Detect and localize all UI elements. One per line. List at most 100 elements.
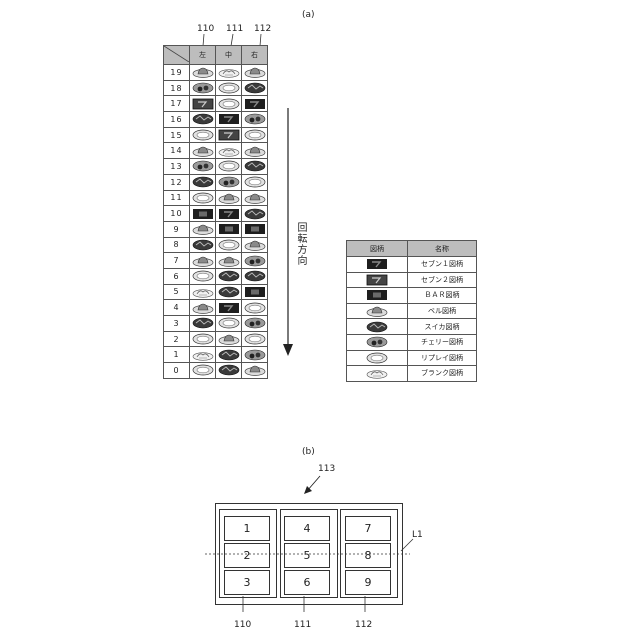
bell-symbol-icon [216,190,242,206]
reel-row-index: 14 [164,143,190,159]
reel-row-index: 15 [164,127,190,143]
seven1-symbol-icon [242,96,268,112]
reel-row-index: 1 [164,347,190,363]
bar-symbol-icon [242,284,268,300]
seven1-symbol-icon [216,112,242,128]
bell-symbol-icon [242,143,268,159]
bar-symbol-icon [190,206,216,222]
seven2-symbol-icon [347,272,408,288]
seven1-symbol-icon [216,300,242,316]
ref-numeral-center-reel-b: 111 [294,621,311,630]
reel-row: 6 [164,268,268,284]
reel-row: 8 [164,237,268,253]
replay-symbol-icon [242,331,268,347]
legend-row: ブランク図柄 [347,366,477,382]
blank-symbol-icon [216,143,242,159]
header-left-reel: 左 [190,46,216,65]
reel-row-index: 18 [164,80,190,96]
replay-symbol-icon [242,300,268,316]
seven2-symbol-icon [190,96,216,112]
bell-symbol-icon [242,65,268,81]
ref-numeral-left-reel-b: 110 [234,621,251,630]
reel-row-index: 16 [164,112,190,128]
reel-row-index: 3 [164,316,190,332]
bell-symbol-icon [242,190,268,206]
bell-symbol-icon [216,331,242,347]
reel-ref-leaders-b [220,595,400,617]
header-right-reel: 右 [242,46,268,65]
replay-symbol-icon [216,80,242,96]
watermelon-symbol-icon [242,206,268,222]
watermelon-symbol-icon [347,319,408,335]
figure-label-a: (a) [302,10,315,20]
replay-symbol-icon [216,96,242,112]
diagonal-icon [164,46,189,62]
watermelon-symbol-icon [190,112,216,128]
legend-symbol-name: ブランク図柄 [408,366,477,382]
legend-symbol-name: セブン２図柄 [408,272,477,288]
reel-row-index: 8 [164,237,190,253]
display-cell-3: 3 [224,570,270,595]
reel-row-index: 7 [164,253,190,269]
rotation-direction-label: 回転方向 [293,222,308,266]
legend-symbol-name: チェリー図柄 [408,334,477,350]
blank-symbol-icon [216,65,242,81]
legend-header-symbol: 図柄 [347,241,408,257]
bell-symbol-icon [216,253,242,269]
ref-numeral-right-reel-b: 112 [355,621,372,630]
legend-header: 図柄 名称 [347,241,477,257]
bell-symbol-icon [190,300,216,316]
watermelon-symbol-icon [242,159,268,175]
watermelon-symbol-icon [216,268,242,284]
display-cell-7: 7 [345,516,391,541]
reel-row: 9 [164,221,268,237]
reel-strip-table: 左 中 右 191817161514131211109876543210 [163,45,268,379]
bell-symbol-icon [242,363,268,379]
legend-row: リプレイ図柄 [347,350,477,366]
reel-row-index: 17 [164,96,190,112]
reel-row-index: 13 [164,159,190,175]
bell-symbol-icon [347,303,408,319]
reel-row: 5 [164,284,268,300]
reel-row-index: 5 [164,284,190,300]
reel-row: 13 [164,159,268,175]
legend-symbol-name: スイカ図柄 [408,319,477,335]
replay-symbol-icon [190,363,216,379]
legend-symbol-name: セブン１図柄 [408,257,477,273]
legend-row: ベル図柄 [347,303,477,319]
display-cell-4: 4 [284,516,330,541]
cherry-symbol-icon [242,112,268,128]
replay-symbol-icon [216,237,242,253]
display-cell-6: 6 [284,570,330,595]
bar-symbol-icon [242,221,268,237]
reel-row: 0 [164,363,268,379]
display-cell-1: 1 [224,516,270,541]
watermelon-symbol-icon [242,80,268,96]
blank-symbol-icon [190,347,216,363]
bell-symbol-icon [242,237,268,253]
reel-row: 16 [164,112,268,128]
replay-symbol-icon [190,190,216,206]
watermelon-symbol-icon [190,237,216,253]
cherry-symbol-icon [216,174,242,190]
display-leader-arrow [300,472,330,498]
reel-row: 10 [164,206,268,222]
watermelon-symbol-icon [190,316,216,332]
bell-symbol-icon [190,65,216,81]
header-center-reel: 中 [216,46,242,65]
header-corner [164,46,190,65]
bell-symbol-icon [190,143,216,159]
replay-symbol-icon [190,127,216,143]
legend-row: セブン２図柄 [347,272,477,288]
watermelon-symbol-icon [216,347,242,363]
reel-row: 15 [164,127,268,143]
replay-symbol-icon [242,127,268,143]
cherry-symbol-icon [190,80,216,96]
pay-line-l1 [205,552,415,556]
bell-symbol-icon [190,253,216,269]
reel-row: 2 [164,331,268,347]
reel-row: 4 [164,300,268,316]
reel-table-header: 左 中 右 [164,46,268,65]
reel-row-index: 4 [164,300,190,316]
seven2-symbol-icon [216,127,242,143]
